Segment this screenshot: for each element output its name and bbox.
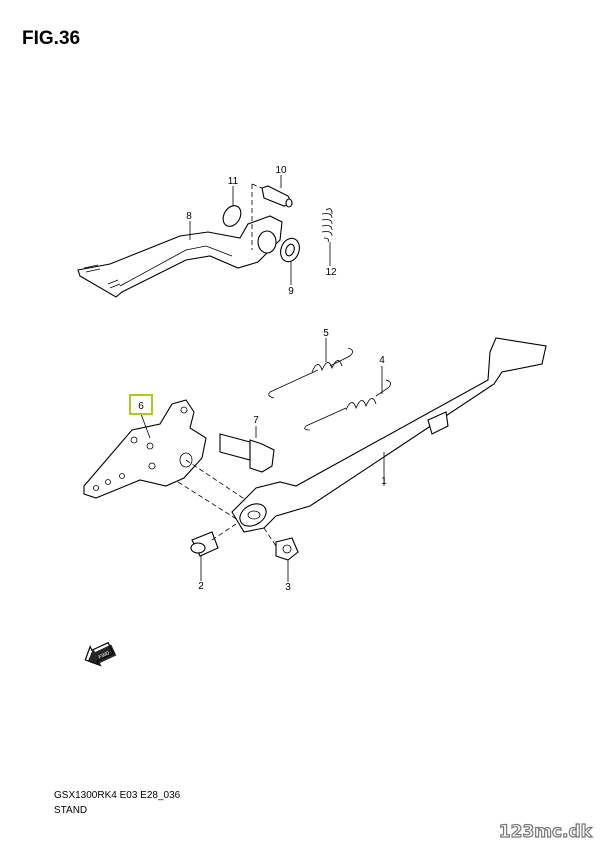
callout-8[interactable]: 8 — [186, 211, 192, 222]
callout-10[interactable]: 10 — [275, 165, 287, 176]
figure-title: FIG.36 — [22, 28, 81, 49]
part-3-nut[interactable] — [275, 537, 299, 561]
fwd-label: FWD — [98, 650, 111, 660]
section-title: STAND — [54, 805, 88, 816]
part-4-spring[interactable] — [304, 379, 391, 431]
callout-11[interactable]: 11 — [228, 176, 239, 187]
part-5-spring[interactable] — [268, 347, 353, 399]
fwd-arrow-icon: FWD — [84, 641, 117, 667]
callout-3[interactable]: 3 — [285, 582, 291, 593]
callout-7[interactable]: 7 — [253, 415, 259, 426]
callout-6[interactable]: 6 — [138, 401, 144, 412]
model-code: GSX1300RK4 E03 E28_036 — [54, 790, 181, 801]
part-2-pivot-bolt[interactable] — [190, 531, 219, 557]
part-12-spring[interactable] — [321, 208, 333, 243]
part-7-bolt[interactable] — [219, 433, 275, 473]
part-9-washer[interactable] — [277, 236, 302, 265]
part-1-side-stand[interactable] — [231, 337, 547, 533]
callout-4[interactable]: 4 — [379, 355, 385, 366]
part-8-pedal[interactable] — [77, 215, 283, 298]
callout-9[interactable]: 9 — [288, 286, 294, 297]
callout-2[interactable]: 2 — [198, 581, 204, 592]
callout-12[interactable]: 12 — [325, 267, 337, 278]
highlight-box-6 — [129, 394, 153, 415]
part-10-pivot-bolt[interactable] — [261, 185, 293, 208]
part-11-circlip[interactable] — [220, 202, 245, 229]
callout-5[interactable]: 5 — [323, 328, 329, 339]
callout-1[interactable]: 1 — [381, 476, 387, 487]
watermark: 123mc.dk — [498, 821, 592, 842]
